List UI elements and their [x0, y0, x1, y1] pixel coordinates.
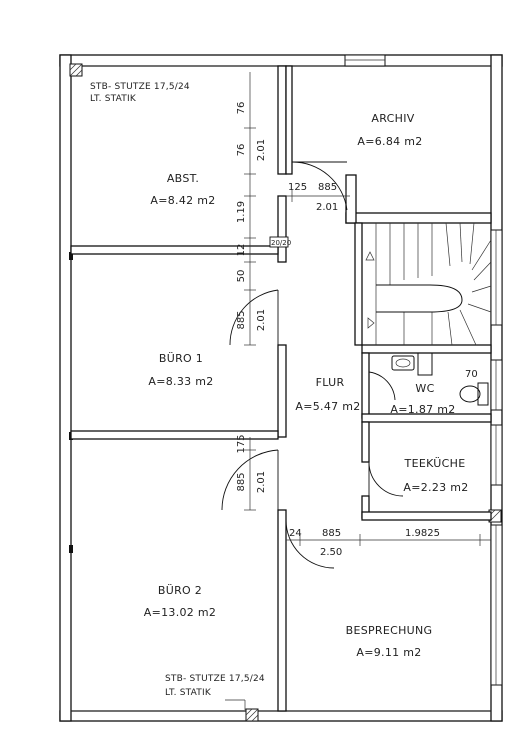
room-flur-area: A=5.47 m2 [295, 400, 360, 413]
dim-bot-885: 885 [322, 528, 341, 539]
dim-v-12: 12 [236, 244, 247, 257]
room-besprechung-name: BESPRECHUNG [346, 624, 433, 637]
room-wc-name: WC [415, 382, 434, 395]
dim-v-50: 50 [236, 270, 247, 283]
note-bottom-line2: LT. STATIK [165, 688, 212, 698]
room-abst-name: ABST. [167, 172, 199, 185]
exterior-walls [59, 54, 503, 722]
note-top-line2: LT. STATIK [90, 94, 137, 104]
dim-top-201: 2.01 [316, 202, 338, 213]
dim-wc-70: 70 [465, 369, 478, 380]
note-bottom-line1: STB- STUTZE 17,5/24 [165, 674, 265, 684]
note-top-line1: STB- STUTZE 17,5/24 [90, 82, 190, 92]
wc-fixtures [391, 352, 489, 406]
dimension-lines [225, 72, 491, 710]
room-wc-area: A=1.87 m2 [390, 403, 455, 416]
door-buero2 [221, 449, 279, 511]
room-buero2-name: BÜRO 2 [158, 584, 202, 597]
door-wc [368, 371, 396, 402]
dim-top-125: 125 [288, 182, 307, 193]
dim-top-885: 885 [318, 182, 337, 193]
staircase [362, 222, 492, 346]
post-20-20 [269, 236, 289, 248]
dim-v-885b: 885 [236, 472, 247, 491]
room-teekueche-name: TEEKÜCHE [404, 457, 466, 470]
dim-v-175: 175 [236, 434, 247, 453]
room-teekueche-area: A=2.23 m2 [403, 481, 468, 494]
corner-post-bottom [245, 708, 259, 722]
door-teekueche [368, 461, 404, 497]
door-besprechung [285, 519, 335, 569]
room-flur-name: FLUR [316, 376, 345, 389]
room-archiv-area: A=6.84 m2 [357, 135, 422, 148]
dim-post: 20/20 [271, 239, 291, 247]
interior-walls [70, 65, 492, 712]
room-abst-area: A=8.42 m2 [150, 194, 215, 207]
dim-bot-24: 24 [289, 528, 302, 539]
room-buero2-area: A=13.02 m2 [144, 606, 216, 619]
dim-v-201c: 2.01 [256, 471, 267, 493]
room-buero1-area: A=8.33 m2 [148, 375, 213, 388]
door-archiv [291, 161, 348, 211]
corner-post-top [69, 63, 83, 77]
room-besprechung-area: A=9.11 m2 [356, 646, 421, 659]
dim-v-201a: 2.01 [256, 139, 267, 161]
dim-v-76b: 76 [236, 144, 247, 157]
door-buero1 [229, 289, 279, 346]
room-archiv-name: ARCHIV [371, 112, 414, 125]
dim-bot-19825: 1.9825 [405, 528, 440, 539]
dim-bot-250: 2.50 [320, 547, 342, 558]
room-buero1-name: BÜRO 1 [159, 352, 203, 365]
dim-v-119: 1.19 [236, 201, 247, 223]
dim-v-76: 76 [236, 102, 247, 115]
dim-v-201b: 2.01 [256, 309, 267, 331]
dim-v-885a: 885 [236, 310, 247, 329]
